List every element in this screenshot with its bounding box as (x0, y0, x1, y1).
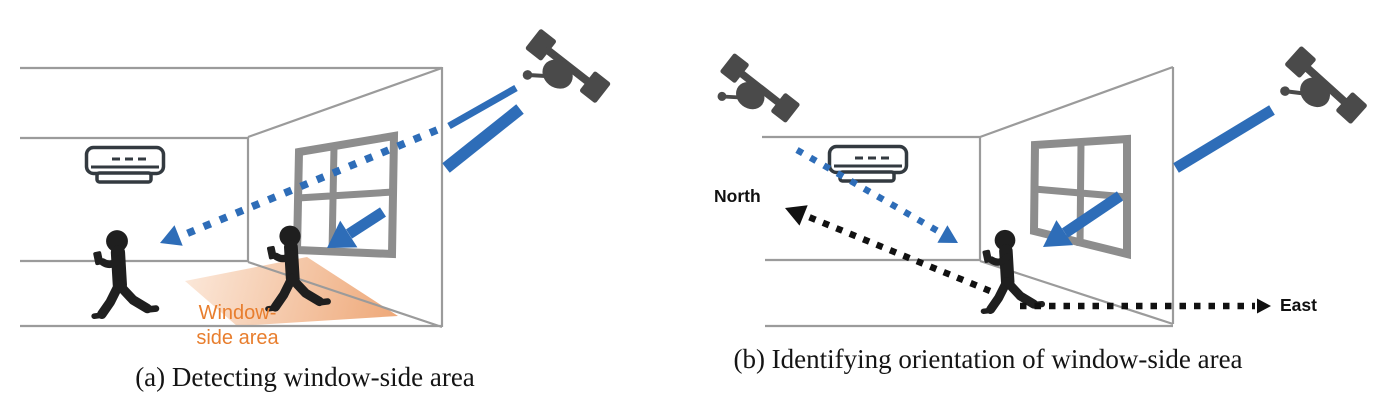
weak-signal-dotted-arrow (795, 147, 958, 243)
room-outline (762, 65, 1175, 328)
window-side-area-overlay (185, 257, 398, 326)
window-side-area-label-line1: Window- (198, 302, 277, 324)
satellite-icon (717, 53, 800, 123)
ac-unit-icon (827, 144, 909, 183)
gps-signal-beams (442, 84, 524, 173)
satellite-icon (1280, 46, 1367, 124)
east-label: East (1280, 295, 1317, 315)
phone-icon (267, 245, 277, 260)
north-arrow (785, 205, 992, 295)
caption-b: (b) Identifying orientation of window-si… (733, 344, 1243, 374)
room-outline (20, 66, 444, 329)
phone-icon (93, 251, 104, 266)
person-with-phone-icon (91, 230, 160, 320)
phone-icon (982, 249, 992, 263)
ac-unit-icon (84, 145, 166, 184)
panel-b: North East (b) Identifying orientation o… (691, 0, 1382, 414)
signal-through-window-arrow (327, 207, 386, 248)
east-arrow (1020, 298, 1271, 314)
window-side-area-label: Window- side area (150, 301, 325, 351)
gps-signal-beam (1173, 105, 1275, 173)
window-icon (292, 131, 399, 259)
panel-a-drawing (20, 29, 611, 329)
person-with-phone-icon (265, 225, 331, 312)
caption-a: (a) Detecting window-side area (135, 362, 475, 392)
signal-through-window-arrow (1043, 191, 1124, 247)
window-side-area-label-line2: side area (196, 327, 279, 349)
panel-b-drawing (717, 46, 1367, 328)
satellite-icon (522, 29, 611, 103)
north-label: North (714, 186, 761, 206)
person-with-phone-icon (980, 229, 1046, 315)
weak-signal-dotted-arrow (160, 126, 439, 246)
panel-a: Window- side area (a) Detecting window-s… (20, 29, 611, 392)
